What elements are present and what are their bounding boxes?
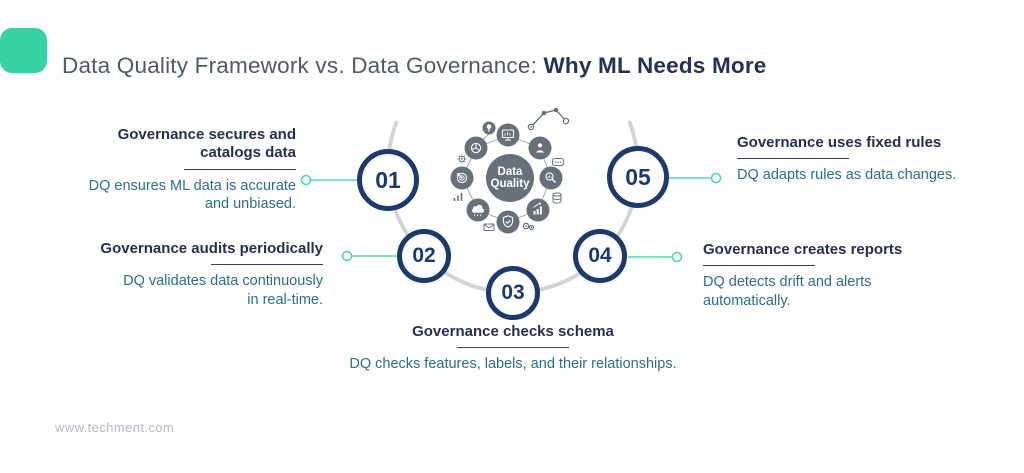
step-number-01: 01 [375,166,401,193]
heading-underline [737,158,849,160]
database-icon [552,192,562,204]
data-quality-circle [486,154,534,202]
search-icon [539,166,563,190]
step-number-05: 05 [625,163,651,190]
data-quality-graphic: Data Quality [450,107,570,234]
line-chart-icon [527,107,570,131]
connector-dot-05 [710,172,722,184]
step-text-05: Governance uses fixed rules DQ adapts ru… [737,134,1007,185]
signal-bars-icon [453,193,463,201]
heading-underline [184,168,296,170]
user-icon [528,136,552,160]
heading-underline [457,347,569,349]
step-heading-05: Governance uses fixed rules [737,134,942,151]
binary-icon [552,158,564,166]
step-description-05: DQ adapts rules as data changes. [737,167,957,184]
shield-icon [496,210,520,234]
step-circle-05: 05 [607,146,669,208]
step-number-02: 02 [412,244,436,267]
step-heading-01: Governance secures and catalogs data [117,126,296,162]
step-text-03: Governance checks schema DQ checks featu… [323,323,703,374]
lightbulb-icon [482,121,496,135]
step-number-03: 03 [501,281,525,304]
connector-dot-04 [671,251,683,263]
step-number-04: 04 [588,244,612,267]
step-description-02: DQ validates data continuously in real-t… [123,273,323,308]
page-title: Data Quality Framework vs. Data Governan… [62,53,767,79]
step-circle-02: 02 [397,229,451,283]
gear-icon [457,154,467,164]
target-icon [450,166,474,190]
step-heading-02: Governance audits periodically [100,240,323,257]
pie-chart-icon [464,136,488,160]
step-circle-01: 01 [357,149,419,211]
step-circle-03: 03 [486,266,540,320]
step-heading-04: Governance creates reports [703,241,903,258]
connector-dot-02 [341,250,353,262]
step-text-02: Governance audits periodically DQ valida… [63,240,323,309]
cloud-icon [466,198,490,222]
data-quality-label-line1: Data [498,166,524,178]
gears-icon [522,222,535,231]
heading-underline [703,265,815,267]
page-title-regular: Data Quality Framework vs. Data Governan… [62,53,544,79]
envelope-icon [483,223,495,231]
step-description-01: DQ ensures ML data is accurate and unbia… [88,177,296,213]
growth-chart-icon [526,198,550,222]
data-quality-label-line2: Quality [491,178,531,190]
monitor-icon [496,123,520,147]
step-heading-03: Governance checks schema [412,323,614,340]
step-description-04: DQ detects drift and alerts automaticall… [703,274,872,309]
connector-dot-01 [300,174,312,186]
step-text-04: Governance creates reports DQ detects dr… [703,241,943,310]
step-circle-04: 04 [573,229,627,283]
step-text-01: Governance secures and catalogs data DQ … [60,126,296,214]
page-title-bold: Why ML Needs More [543,53,767,79]
header-accent-block [0,28,47,73]
website-url: www.techment.com [55,420,175,435]
step-description-03: DQ checks features, labels, and their re… [349,356,677,373]
heading-underline [211,264,323,266]
